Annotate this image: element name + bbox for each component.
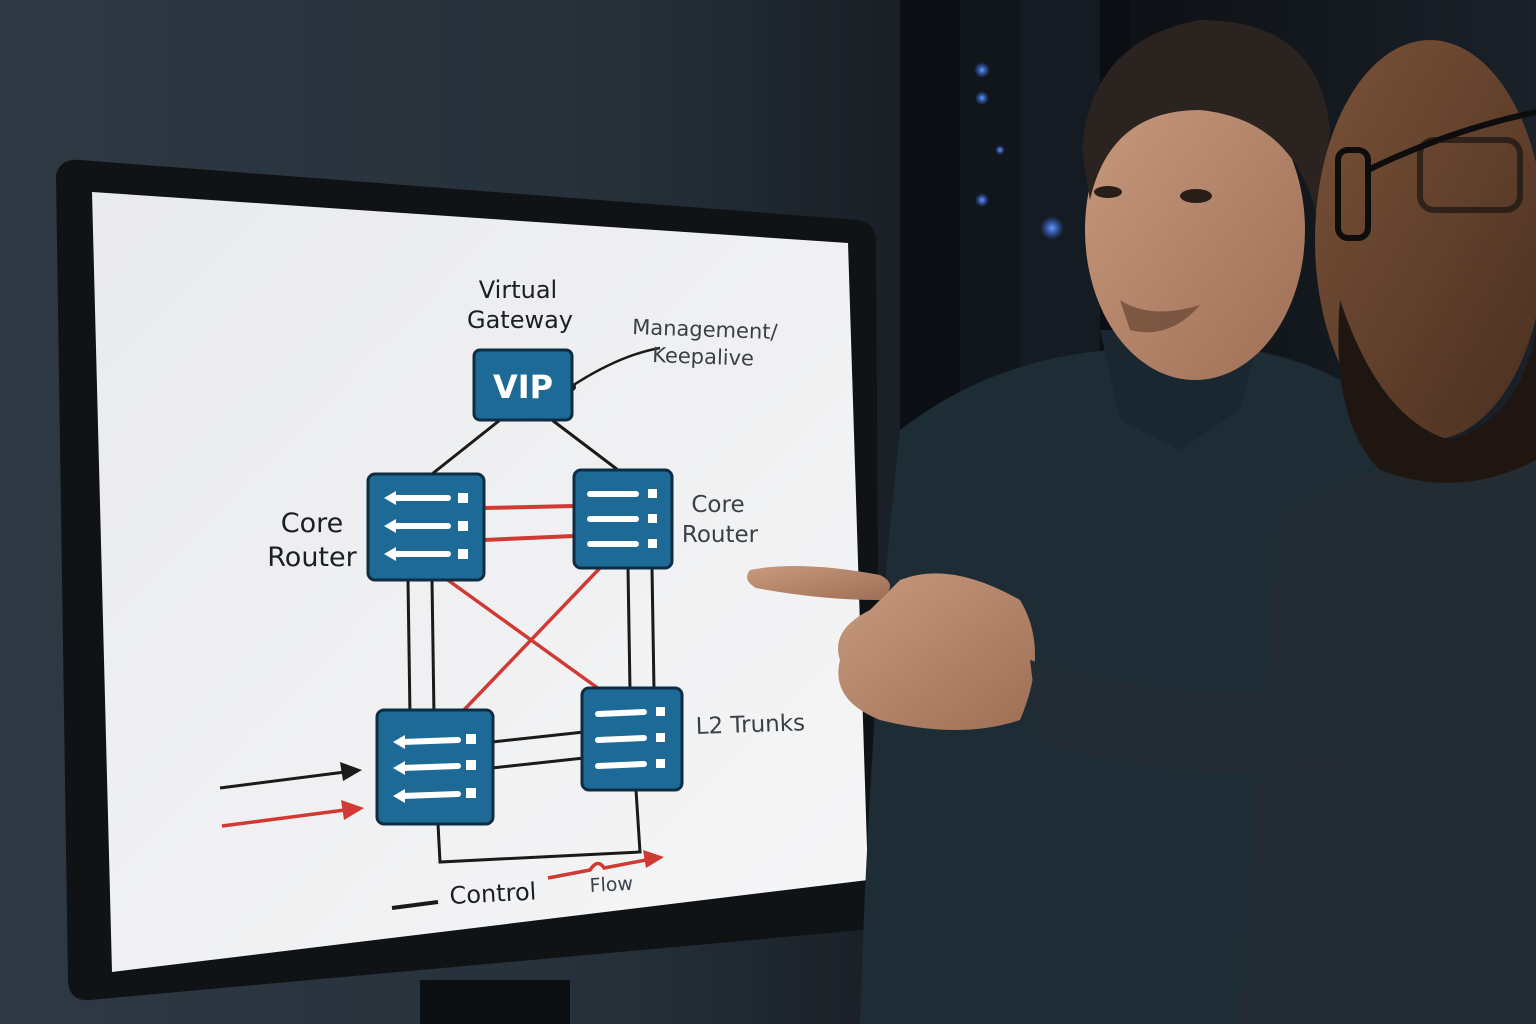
vertical-link-right-b <box>650 567 656 691</box>
person-engineer-glasses <box>1030 40 1536 1024</box>
mgmt-label-line1: Management/ <box>632 315 779 344</box>
legend-control-label: Control <box>449 877 537 910</box>
core-router-right-label-line2: Router <box>682 522 759 548</box>
trunk-link-a <box>491 730 585 744</box>
cross-link-red-b <box>460 566 602 714</box>
core-router-right-switch <box>572 468 674 570</box>
legend-control-swatch <box>391 900 439 910</box>
cross-link-red-a <box>443 576 608 696</box>
vertical-link-left-b <box>430 579 436 717</box>
inbound-arrow-red <box>221 800 364 828</box>
mgmt-label-line2: Keepalive <box>652 343 755 371</box>
access-switch-left <box>375 708 495 826</box>
management-line <box>571 346 661 388</box>
network-diagram: VIP <box>219 276 805 910</box>
vip-link-left <box>431 418 501 476</box>
vertical-link-left-a <box>406 579 412 717</box>
core-link-red-top <box>483 504 575 510</box>
inbound-arrow-black <box>219 762 362 790</box>
vip-label: VIP <box>493 368 553 406</box>
trunk-link-b <box>491 756 585 770</box>
legend: Control Flow <box>391 850 664 910</box>
bottom-loop-link <box>436 789 642 864</box>
access-switch-right <box>580 686 684 792</box>
core-router-left-label-line1: Core <box>281 508 344 539</box>
eyeglasses <box>1335 109 1536 241</box>
gateway-label-line1: Virtual <box>479 276 557 304</box>
pointing-finger <box>747 566 890 600</box>
legend-flow-label: Flow <box>589 873 633 897</box>
core-router-right-label-line1: Core <box>691 492 744 518</box>
vip-link-right <box>551 418 619 472</box>
server-led-lights <box>974 62 1064 240</box>
legend-flow-swatch <box>547 858 647 880</box>
core-link-red-bottom <box>483 534 575 542</box>
core-router-left-switch <box>366 472 486 582</box>
core-router-left-label-line2: Router <box>267 542 357 573</box>
vip-node: VIP <box>472 348 574 422</box>
vertical-link-right-a <box>626 567 632 691</box>
l2-trunks-label: L2 Trunks <box>695 710 805 740</box>
gateway-label-line2: Gateway <box>467 306 573 334</box>
